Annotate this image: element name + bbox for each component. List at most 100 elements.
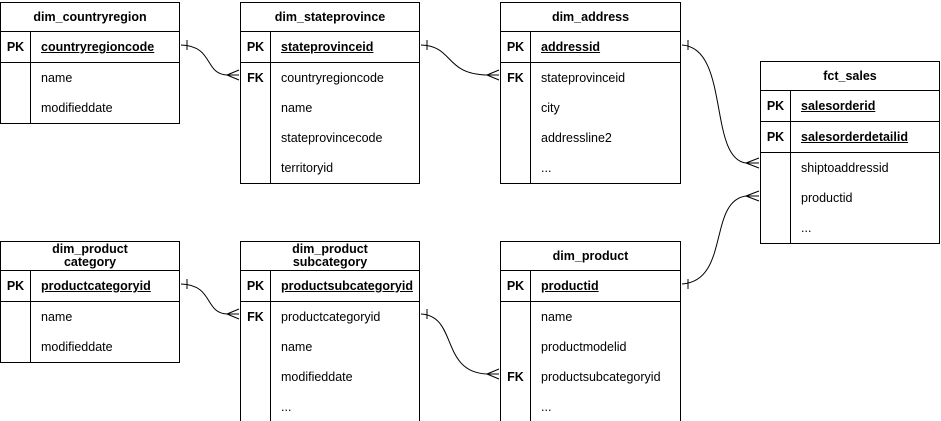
key-cell	[761, 153, 791, 183]
key-cell	[241, 123, 271, 153]
table-row: modifieddate	[1, 332, 179, 362]
pk-badge: PK	[241, 32, 271, 62]
fk-badge: FK	[241, 302, 271, 332]
column-name: productcategoryid	[41, 279, 151, 293]
column-name: productmodelid	[541, 340, 627, 354]
fk-badge: FK	[501, 362, 531, 392]
key-cell	[241, 93, 271, 123]
table-row: modifieddate	[241, 362, 419, 392]
column-name: ...	[281, 400, 292, 414]
column-name: ...	[541, 161, 552, 175]
table-dim-product-category: dim_product category PK productcategoryi…	[0, 241, 180, 363]
relationship-productcategory-to-subcategory	[180, 279, 240, 320]
key-cell	[1, 302, 31, 332]
key-cell	[241, 392, 271, 421]
table-row: productmodelid	[501, 332, 680, 362]
table-row: PK productid	[501, 271, 680, 302]
table-row: territoryid	[241, 153, 419, 183]
key-cell	[241, 153, 271, 183]
key-cell	[501, 302, 531, 332]
column-name: countryregioncode	[41, 40, 155, 54]
column-name: addressid	[541, 40, 601, 54]
table-title: dim_product subcategory	[241, 242, 419, 271]
table-dim-product-subcategory: dim_product subcategory PK productsubcat…	[240, 241, 420, 421]
crow-foot	[486, 69, 500, 81]
pk-badge: PK	[501, 271, 531, 301]
table-row: FK productsubcategoryid	[501, 362, 680, 392]
relationship-stateprovince-to-address	[420, 40, 500, 81]
table-row: PK salesorderid	[761, 91, 939, 122]
column-name: productsubcategoryid	[541, 370, 661, 384]
column-name: productid	[801, 191, 853, 205]
column-name: productid	[541, 279, 599, 293]
table-fct-sales: fct_sales PK salesorderid PK salesorderd…	[760, 61, 940, 244]
pk-badge: PK	[1, 32, 31, 62]
column-name: name	[41, 71, 73, 85]
column-name: productsubcategoryid	[281, 279, 413, 293]
table-row: FK productcategoryid	[241, 302, 419, 332]
column-name: name	[281, 340, 313, 354]
column-name: territoryid	[281, 161, 334, 175]
pk-badge: PK	[1, 271, 31, 301]
table-title: dim_stateprovince	[241, 3, 419, 32]
key-cell	[501, 153, 531, 183]
column-name: salesorderid	[801, 99, 876, 113]
table-row: ...	[501, 392, 680, 421]
table-row: PK productsubcategoryid	[241, 271, 419, 302]
pk-badge: PK	[241, 271, 271, 301]
crow-foot	[745, 157, 760, 169]
table-title: dim_product	[501, 242, 680, 271]
table-row: stateprovincecode	[241, 123, 419, 153]
key-cell	[1, 332, 31, 362]
table-row: modifieddate	[1, 93, 179, 123]
table-dim-stateprovince: dim_stateprovince PK stateprovinceid FK …	[240, 2, 420, 184]
table-title: dim_address	[501, 3, 680, 32]
table-row: ...	[241, 392, 419, 421]
table-row: PK stateprovinceid	[241, 32, 419, 63]
column-name: productcategoryid	[281, 310, 381, 324]
table-dim-countryregion: dim_countryregion PK countryregioncode n…	[0, 2, 180, 124]
column-name: ...	[541, 400, 552, 414]
relationship-product-to-fct-sales	[681, 190, 760, 289]
table-row: addressline2	[501, 123, 680, 153]
column-name: modifieddate	[41, 101, 113, 115]
table-dim-address: dim_address PK addressid FK stateprovinc…	[500, 2, 681, 184]
crow-foot	[226, 69, 240, 81]
pk-badge: PK	[761, 122, 791, 152]
table-row: PK countryregioncode	[1, 32, 179, 63]
column-name: shiptoaddressid	[801, 161, 889, 175]
key-cell	[241, 332, 271, 362]
fk-badge: FK	[501, 63, 531, 93]
relationship-countryregion-to-stateprovince	[180, 40, 240, 81]
key-cell	[241, 362, 271, 392]
table-row: ...	[501, 153, 680, 183]
table-dim-product: dim_product PK productid name productmod…	[500, 241, 681, 421]
table-row: FK countryregioncode	[241, 63, 419, 93]
key-cell	[1, 93, 31, 123]
column-name: stateprovinceid	[541, 71, 626, 85]
key-cell	[501, 93, 531, 123]
column-name: stateprovincecode	[281, 131, 383, 145]
column-name: city	[541, 101, 560, 115]
column-name: countryregioncode	[281, 71, 384, 85]
column-name: ...	[801, 221, 812, 235]
table-title: fct_sales	[761, 62, 939, 91]
key-cell	[1, 63, 31, 93]
column-name: name	[41, 310, 73, 324]
key-cell	[501, 123, 531, 153]
column-name: stateprovinceid	[281, 40, 374, 54]
crow-foot	[226, 308, 240, 320]
column-name: addressline2	[541, 131, 612, 145]
table-row: productid	[761, 183, 939, 213]
relationship-subcategory-to-product	[420, 309, 500, 380]
table-row: name	[1, 63, 179, 93]
key-cell	[501, 392, 531, 421]
table-row: PK addressid	[501, 32, 680, 63]
pk-badge: PK	[501, 32, 531, 62]
relationship-address-to-fct-sales	[681, 40, 760, 169]
column-name: modifieddate	[41, 340, 113, 354]
table-row: city	[501, 93, 680, 123]
key-cell	[761, 183, 791, 213]
table-row: name	[501, 302, 680, 332]
